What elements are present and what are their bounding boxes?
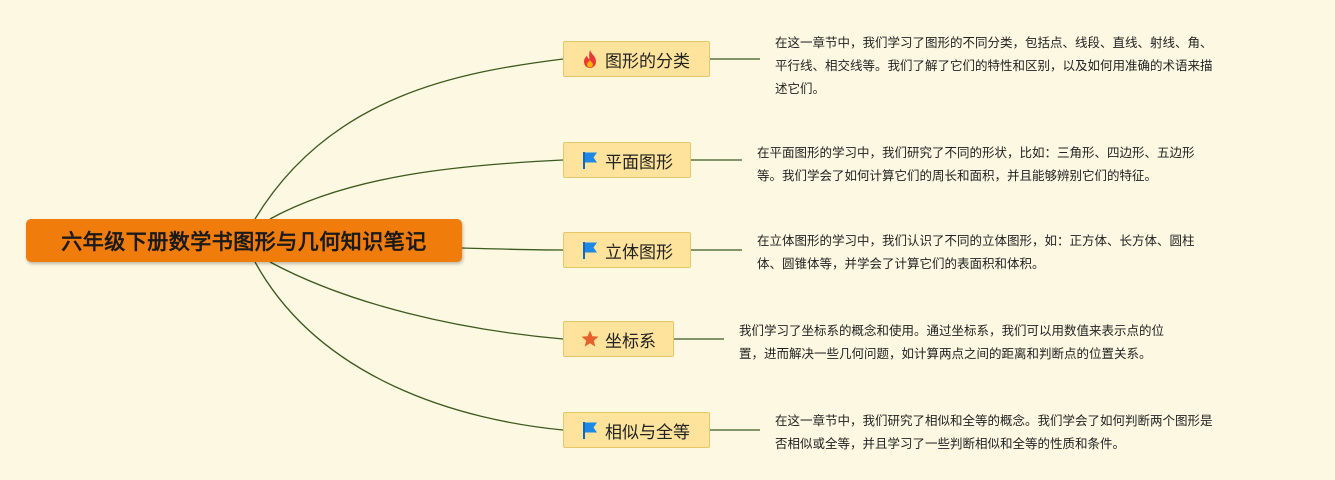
connector-root-branch-1 [254,58,564,220]
note-line: 平行线、相交线等。我们了解了它们的特性和区别，以及如何用准确的术语来描 [775,58,1213,73]
note-line: 等。我们学会了如何计算它们的周长和面积，并且能够辨别它们的特征。 [757,168,1158,183]
root-topic[interactable]: 六年级下册数学书图形与几何知识笔记 [26,219,462,262]
flag-icon [580,150,600,170]
topic-label: 图形的分类 [605,51,690,72]
topic-label: 平面图形 [605,152,673,173]
flag-icon [580,240,600,260]
note-line: 体、圆锥体等，并学会了计算它们的表面积和体积。 [757,256,1045,271]
note-solid-figures: 在立体图形的学习中，我们认识了不同的立体图形，如：正方体、长方体、圆柱 体、圆锥… [757,229,1195,275]
connector-root-branch-4 [269,261,564,340]
note-line: 置，进而解决一些几何问题，如计算两点之间的距离和判断点的位置关系。 [739,346,1152,361]
note-line: 在这一章节中，我们学习了图形的不同分类，包括点、线段、直线、射线、角、 [775,35,1213,50]
connector-root-branch-3 [461,247,564,251]
note-coordinate-system: 我们学习了坐标系的概念和使用。通过坐标系，我们可以用数值来表示点的位 置，进而解… [739,319,1164,365]
topic-plane-figures[interactable]: 平面图形 [563,142,691,178]
topic-graph-classification[interactable]: 图形的分类 [563,41,710,77]
note-similarity-congruence: 在这一章节中，我们研究了相似和全等的概念。我们学会了如何判断两个图形是 否相似或… [775,409,1213,455]
connector-root-branch-5 [254,261,564,431]
note-line: 在平面图形的学习中，我们研究了不同的形状，比如：三角形、四边形、五边形 [757,145,1195,160]
note-line: 在这一章节中，我们研究了相似和全等的概念。我们学会了如何判断两个图形是 [775,413,1213,428]
note-line: 否相似或全等，并且学习了一些判断相似和全等的性质和条件。 [775,436,1126,451]
star-icon [580,329,600,349]
fire-icon [580,49,600,69]
note-graph-classification: 在这一章节中，我们学习了图形的不同分类，包括点、线段、直线、射线、角、 平行线、… [775,31,1213,100]
note-plane-figures: 在平面图形的学习中，我们研究了不同的形状，比如：三角形、四边形、五边形 等。我们… [757,141,1195,187]
root-title: 六年级下册数学书图形与几何知识笔记 [61,229,427,254]
connector-root-branch-2 [269,159,564,220]
note-line: 述它们。 [775,81,826,96]
topic-label: 坐标系 [605,331,656,352]
note-line: 在立体图形的学习中，我们认识了不同的立体图形，如：正方体、长方体、圆柱 [757,233,1195,248]
topic-label: 立体图形 [605,242,673,263]
flag-icon [580,420,600,440]
topic-similarity-congruence[interactable]: 相似与全等 [563,412,710,448]
topic-label: 相似与全等 [605,422,690,443]
topic-solid-figures[interactable]: 立体图形 [563,232,691,268]
topic-coordinate-system[interactable]: 坐标系 [563,321,674,357]
note-line: 我们学习了坐标系的概念和使用。通过坐标系，我们可以用数值来表示点的位 [739,323,1165,338]
